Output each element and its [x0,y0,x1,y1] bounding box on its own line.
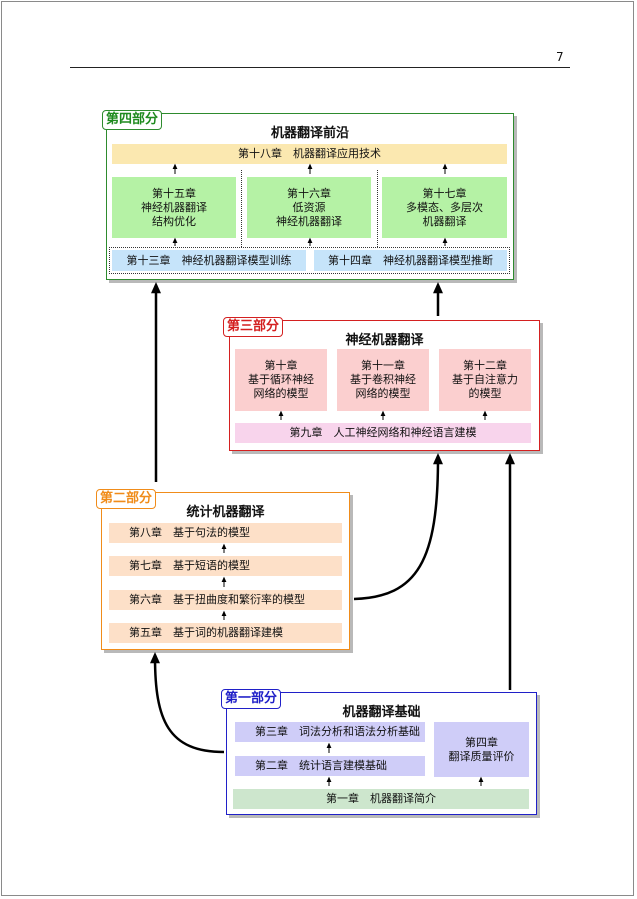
chapter-10-box: 第十章 基于循环神经 网络的模型 [235,349,327,411]
dotted-divider-right [377,170,378,247]
chapter-3-box: 第三章 词法分析和语法分析基础 [235,722,425,742]
part1-panel: 机器翻译基础 第三章 词法分析和语法分析基础 第二章 统计语言建模基础 第四章 … [226,692,537,815]
chapter-18-box: 第十八章 机器翻译应用技术 [112,144,507,164]
training-inference-group [109,247,510,274]
part3-tag: 第三部分 [223,317,284,337]
part2-tag: 第二部分 [96,489,157,509]
page-number: 7 [556,50,564,64]
chapter-12-box: 第十二章 基于自注意力 的模型 [439,349,531,411]
part3-title: 神经机器翻译 [345,333,424,348]
part3-panel: 神经机器翻译 第十章 基于循环神经 网络的模型 第十一章 基于卷积神经 网络的模… [229,320,540,451]
chapter-2-box: 第二章 统计语言建模基础 [235,756,425,776]
part2-panel: 统计机器翻译 第八章 基于句法的模型 第七章 基于短语的模型 第六章 基于扭曲度… [101,492,350,650]
chapter-1-box: 第一章 机器翻译简介 [233,789,529,809]
chapter-4-box: 第四章 翻译质量评价 [434,722,529,777]
arrow-part2-to-part3 [353,453,443,601]
chapter-15-box: 第十五章 神经机器翻译 结构优化 [112,177,236,238]
chapter-8-box: 第八章 基于句法的模型 [109,523,342,543]
chapter-9-box: 第九章 人工神经网络和神经语言建模 [235,423,531,443]
arrow-part1-to-part2 [150,652,225,754]
chapter-14-box: 第十四章 神经机器翻译模型推断 [314,250,507,271]
chapter-17-box: 第十七章 多模态、多层次 机器翻译 [382,177,507,238]
part4-title: 机器翻译前沿 [270,126,349,141]
header-rule [70,67,570,68]
part2-title: 统计机器翻译 [186,505,265,520]
dotted-divider-left [241,170,242,247]
chapter-7-box: 第七章 基于短语的模型 [109,556,342,576]
chapter-11-box: 第十一章 基于卷积神经 网络的模型 [337,349,429,411]
chapter-16-box: 第十六章 低资源 神经机器翻译 [247,177,371,238]
part1-tag: 第一部分 [221,689,282,709]
chapter-13-box: 第十三章 神经机器翻译模型训练 [112,250,306,271]
chapter-6-box: 第六章 基于扭曲度和繁衍率的模型 [109,590,342,610]
chapter-5-box: 第五章 基于词的机器翻译建模 [109,623,342,643]
part4-tag: 第四部分 [102,110,163,130]
part1-title: 机器翻译基础 [342,705,421,720]
part4-panel: 机器翻译前沿 第十八章 机器翻译应用技术 第十五章 神经机器翻译 结构优化 第十… [106,113,514,280]
